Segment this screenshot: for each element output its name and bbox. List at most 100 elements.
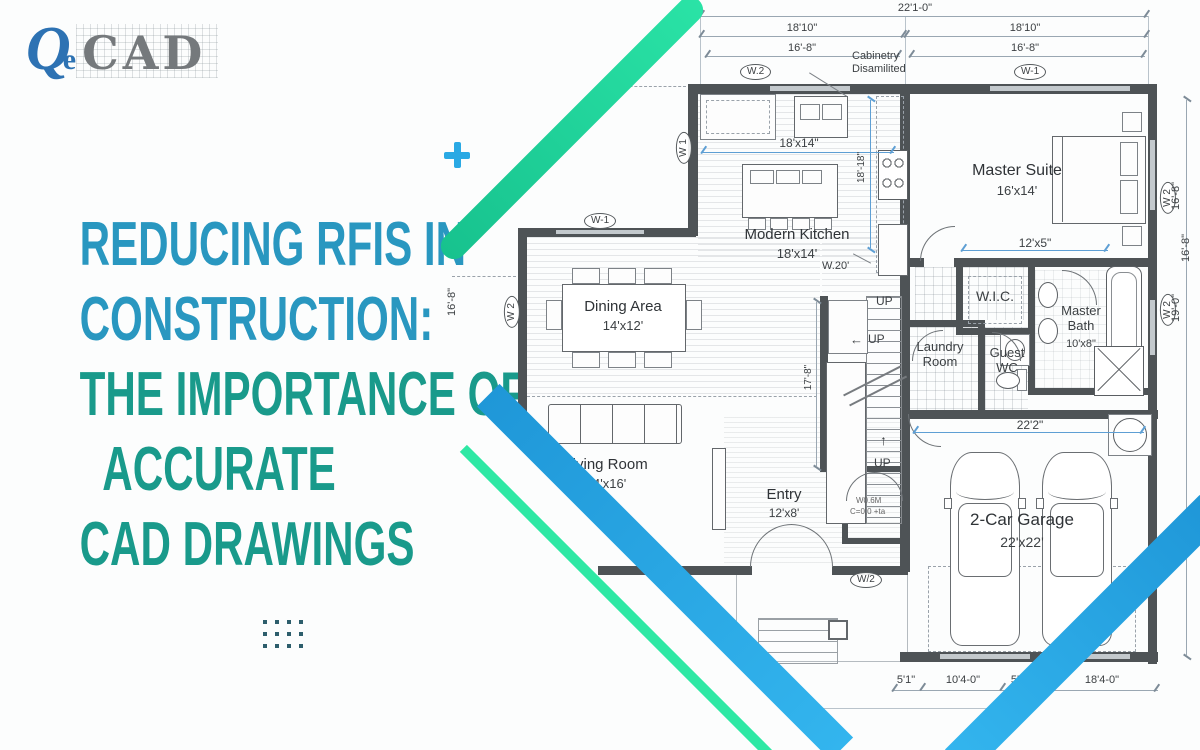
wall-laundry-top	[908, 320, 984, 327]
title-line-2: CONSTRUCTION:	[79, 285, 434, 354]
garage-door-1	[940, 654, 1030, 659]
cabinetry-note-line2: Disamilited	[852, 63, 906, 76]
kitchen-vert-dim: 18'-18"	[856, 151, 868, 184]
wall-garage-top	[900, 410, 1158, 419]
bottom-dim-1: 5'1"	[896, 674, 916, 686]
room-label-wic: W.I.C.	[975, 288, 1015, 304]
dot	[287, 620, 291, 624]
dot	[287, 644, 291, 648]
wall-wic-left	[956, 265, 963, 335]
dim-right-2: 16'-8"	[1010, 42, 1040, 54]
dim-left-2: 16'-8"	[787, 42, 817, 54]
bath-sink-icon	[1038, 318, 1058, 344]
dot	[299, 632, 303, 636]
wall-closet-bottom	[842, 538, 906, 544]
page-title: REDUCING RFIS IN CONSTRUCTION: THE IMPOR…	[14, 210, 527, 589]
sofa	[548, 404, 682, 444]
car-icon	[950, 452, 1020, 646]
sofa-cushions	[549, 405, 681, 443]
dining-chair	[644, 268, 672, 284]
sink-basin-left	[800, 104, 820, 120]
dining-chair	[608, 268, 636, 284]
tv-console	[712, 448, 726, 530]
wall-kitchen-left	[688, 84, 698, 236]
wall-tag-w1-dining: W-1	[584, 213, 617, 229]
title-line-1: REDUCING RFIS IN	[79, 210, 467, 279]
nightstand	[1122, 226, 1142, 246]
island-stool	[814, 218, 832, 230]
wall-wic-bottom	[956, 328, 1035, 335]
stairs-dim-line	[816, 302, 817, 466]
room-label-entry: Entry	[766, 486, 802, 503]
dot	[263, 644, 267, 648]
left-dim: 16'-8"	[446, 287, 459, 317]
car-mirror	[1110, 498, 1118, 509]
room-size-garage: 22'x22'	[1000, 534, 1044, 550]
wall-tag-w1-top: W-1	[1014, 64, 1047, 80]
wall-master-bottom-a	[908, 258, 924, 267]
toilet-bowl-icon	[996, 372, 1020, 389]
room-label-laundry: Laundry Room	[916, 339, 964, 369]
sink-basin-right	[822, 104, 842, 120]
dining-chair	[572, 268, 600, 284]
plus-icon	[444, 142, 470, 168]
dot	[263, 632, 267, 636]
garage-width-dim: 22'2"	[1016, 418, 1044, 432]
right-outer-dim-1: 16'-8"	[1180, 233, 1193, 263]
up-arrow-icon: ↑	[880, 432, 887, 448]
dot-grid-ornament	[263, 620, 303, 648]
w20-annotation: W.20'	[822, 260, 850, 272]
left-extension-dash	[452, 276, 516, 277]
dim-line	[905, 36, 1148, 37]
extension-line	[905, 16, 906, 84]
room-size-entry: 12'x8'	[768, 506, 800, 520]
room-size-bath: 10'x8"	[1066, 338, 1096, 350]
top-extension-dash	[610, 86, 686, 87]
window-right-bath	[1150, 300, 1155, 355]
bath-sink-icon	[1038, 282, 1058, 308]
room-label-wc: Guest WC	[989, 345, 1025, 375]
island-item-2	[776, 170, 800, 184]
wall-bottom-right	[832, 566, 908, 575]
kitchen-cabinet-dashed	[706, 100, 770, 134]
title-line-3: THE IMPORTANCE OF	[79, 360, 527, 429]
cabinetry-note: Cabinetry Disamilited	[852, 50, 906, 76]
dim-line	[910, 56, 1145, 57]
room-label-kitchen: Modern Kitchen	[744, 226, 850, 243]
room-size-master: 16'x14'	[996, 183, 1038, 198]
wall-top	[688, 84, 1150, 94]
cabinetry-note-line1: Cabinetry	[852, 50, 900, 62]
master-door-arc	[920, 226, 955, 261]
left-arrow-icon: ←	[850, 332, 863, 347]
window-right-master	[1150, 140, 1155, 210]
right-dim-2: 19'-0"	[1170, 293, 1183, 323]
dim-right-1: 18'10"	[1009, 22, 1041, 34]
dot	[299, 644, 303, 648]
dot	[275, 632, 279, 636]
logo-letter-q: Q	[26, 15, 71, 83]
stairs-dim: 17'-8"	[803, 364, 815, 391]
wall-tag-w1-kitchen: W 1	[675, 132, 692, 164]
dim-left-1: 18'10"	[786, 22, 818, 34]
wall-master-bottom-b	[954, 258, 1148, 267]
porch-post	[828, 620, 848, 640]
up-label-mid: UP	[868, 332, 885, 346]
kitchen-counter-left	[700, 94, 776, 140]
wall-right	[1148, 84, 1157, 664]
bottom-secondary-dim-line	[790, 708, 1010, 709]
hall-dim-line	[962, 250, 1108, 251]
wall-dining-left	[518, 228, 527, 428]
kitchen-base-cabinet	[878, 224, 908, 276]
dining-chair	[608, 352, 636, 368]
dining-chair	[644, 352, 672, 368]
car-mirror	[1036, 498, 1044, 509]
water-heater-icon	[1113, 418, 1147, 452]
dining-chair	[686, 300, 702, 330]
island-item-1	[750, 170, 774, 184]
bottom-dim-4: 18'4-0"	[1084, 674, 1120, 686]
bottom-dim-2: 10'4-0"	[945, 674, 981, 686]
logo-letter-e: e	[62, 43, 77, 76]
wall-laundry-right	[978, 320, 985, 417]
dot	[299, 620, 303, 624]
